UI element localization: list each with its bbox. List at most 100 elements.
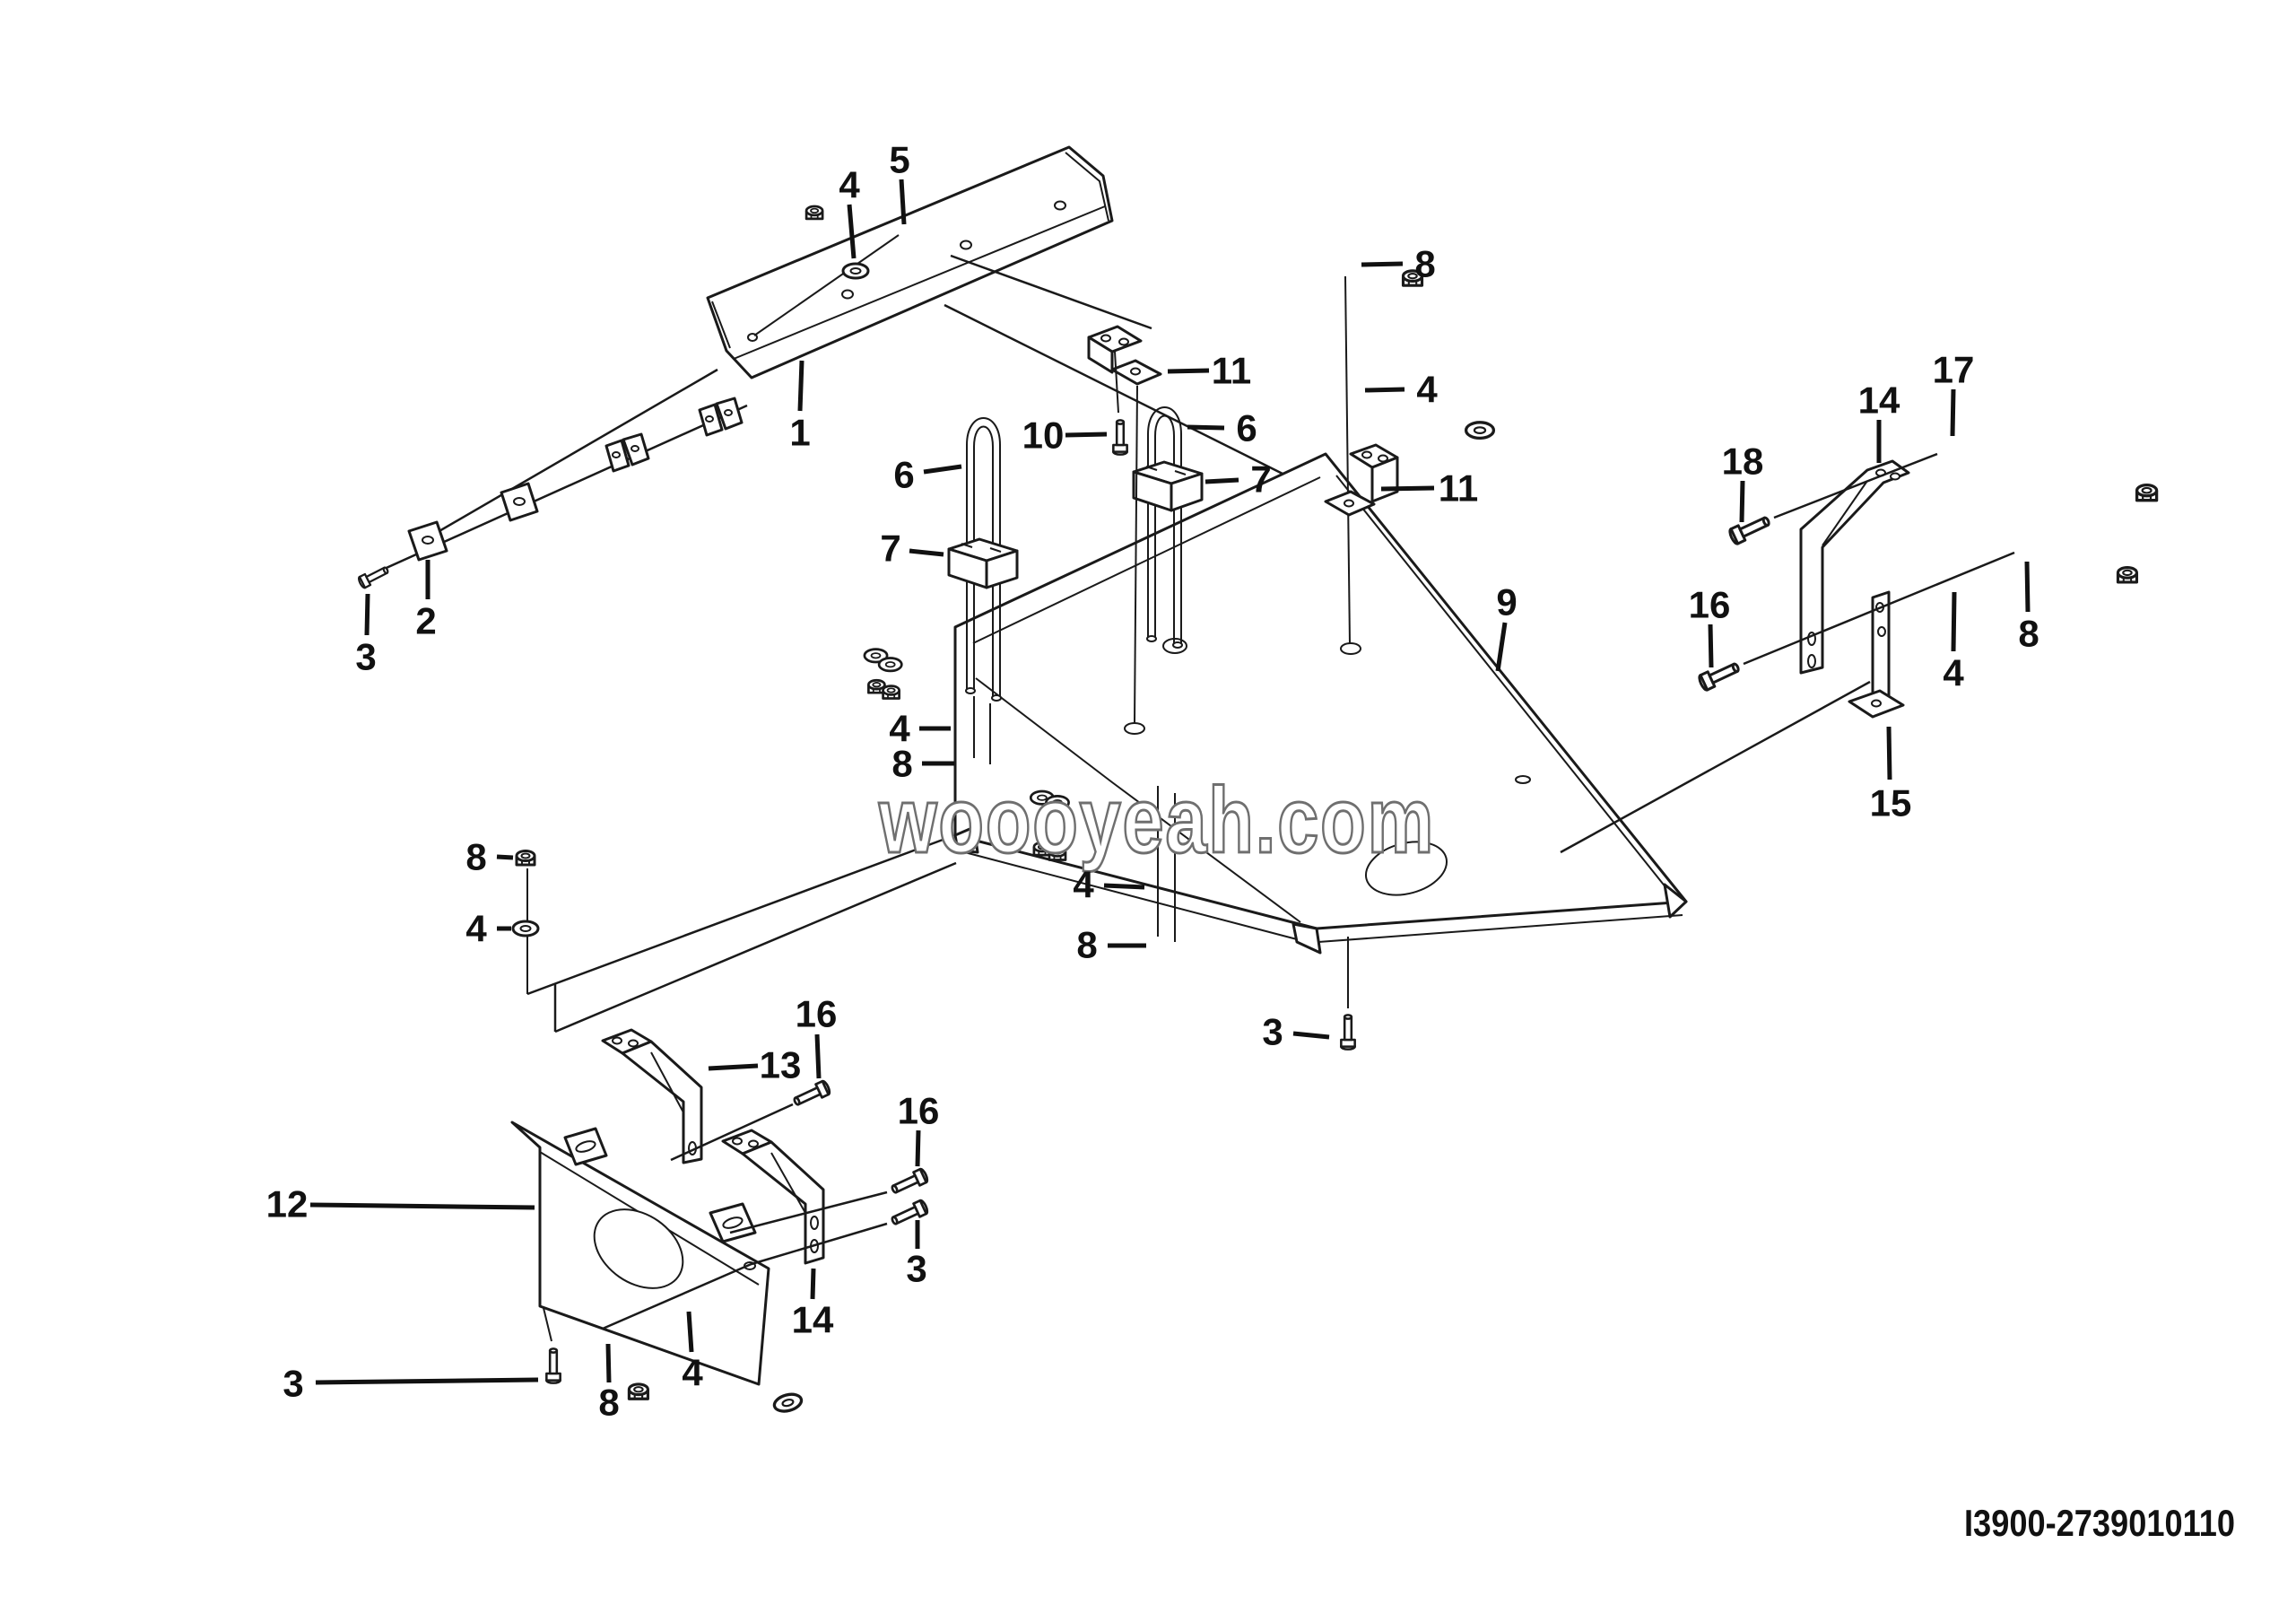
- hardware-below-plate-center: [1029, 786, 1176, 942]
- hole: [1124, 722, 1145, 735]
- callout-label-6: 6: [1236, 407, 1257, 449]
- part-13-bracket: [601, 1028, 703, 1164]
- leader-line-8: [1361, 261, 1404, 267]
- bolt-16-right: [1696, 551, 2015, 693]
- hardware-below-left-ubolt: [863, 648, 991, 764]
- callout-label-12: 12: [266, 1183, 309, 1225]
- callout-label-4: 4: [1943, 652, 1964, 694]
- leader-line-3: [315, 1377, 539, 1385]
- callout-label-6: 6: [893, 454, 914, 496]
- callout-label-8: 8: [465, 836, 486, 878]
- callouts-layer: 4512310116784116791714181648158448483161…: [266, 139, 2039, 1424]
- part-code: I3900-2739010110: [1964, 1502, 2235, 1544]
- part-11-bracket-left: [1087, 325, 1162, 386]
- callout-label-3: 3: [1262, 1011, 1283, 1053]
- leader-line-15: [1886, 726, 1892, 780]
- callout-label-14: 14: [792, 1299, 834, 1341]
- stud-assembly-top-right: [1340, 269, 1496, 655]
- leader-line-7: [909, 548, 944, 557]
- callout-label-8: 8: [1414, 243, 1435, 285]
- nut-8-icon: [627, 1382, 649, 1400]
- callout-label-8: 8: [891, 743, 912, 785]
- part-7-clamp-left: [947, 537, 1019, 589]
- watermark-text: woooyeah.com: [878, 769, 1435, 873]
- leader-line-7: [1205, 477, 1239, 484]
- callout-label-4: 4: [889, 708, 910, 750]
- part-15-bracket: [1848, 590, 1905, 719]
- part-10-bolt: [1112, 351, 1128, 456]
- bolt-3-bottom-left: [543, 1307, 561, 1384]
- callout-label-11: 11: [1212, 350, 1251, 392]
- callout-label-1: 1: [789, 412, 810, 454]
- callout-label-13: 13: [760, 1044, 802, 1086]
- stud-line: [1134, 385, 1138, 724]
- callout-label-16: 16: [796, 993, 838, 1035]
- part-1-top-plate: [706, 145, 1114, 379]
- leader-line-3: [364, 593, 370, 636]
- hole: [1515, 775, 1531, 784]
- leader-line-12: [309, 1202, 535, 1210]
- leader-line-4: [686, 1311, 694, 1353]
- leader-line-17: [1950, 388, 1956, 437]
- leader-line-4: [1951, 591, 1957, 652]
- callout-label-16: 16: [898, 1090, 940, 1132]
- part-6-u-bolt-middle: [1146, 406, 1183, 649]
- leader-line-10: [1065, 432, 1108, 438]
- leader-line-9: [1495, 622, 1508, 672]
- part-12-plate: [510, 1121, 805, 1416]
- nut-8-icon: [515, 850, 536, 867]
- callout-label-3: 3: [906, 1248, 926, 1290]
- leader-line-4: [1103, 883, 1145, 890]
- part-14-bracket-right: [1799, 459, 1910, 675]
- callout-label-15: 15: [1870, 782, 1912, 824]
- part-14-bracket-bottom: [721, 1129, 825, 1265]
- callout-label-14: 14: [1858, 379, 1900, 422]
- part-7-clamp-middle: [1132, 460, 1204, 512]
- leader-line-5: [899, 179, 907, 225]
- leader-line-16: [1708, 624, 1714, 668]
- callout-label-5: 5: [889, 139, 909, 181]
- washer-4-icon: [1464, 421, 1496, 440]
- bolt-3-icon: [356, 562, 391, 590]
- hole: [841, 289, 854, 300]
- leader-line-8: [2024, 561, 2031, 613]
- bolt-18: [1726, 452, 1938, 546]
- bolt-16-upper: [670, 1078, 832, 1162]
- callout-label-8: 8: [2018, 613, 2039, 655]
- nut-8-icon: [882, 685, 900, 700]
- callout-label-8: 8: [1076, 924, 1097, 966]
- leader-line-13: [708, 1063, 759, 1071]
- callout-label-7: 7: [1250, 458, 1271, 501]
- leader-line-4: [1364, 387, 1405, 393]
- witness-line: [944, 303, 1283, 475]
- callout-label-10: 10: [1022, 414, 1065, 457]
- hardware-left-middle: [511, 834, 957, 1033]
- nut-5-icon: [804, 205, 824, 221]
- leader-line-6: [923, 464, 962, 475]
- nut-8-icon: [2116, 566, 2139, 584]
- bolt-3-bottom-center: [1340, 937, 1356, 1051]
- part-9-skid-plate: [953, 452, 1688, 955]
- callout-label-17: 17: [1933, 349, 1975, 391]
- bolt-16-lower: [729, 1166, 930, 1234]
- callout-label-4: 4: [1416, 369, 1438, 411]
- callout-label-2: 2: [415, 600, 436, 642]
- hole: [1054, 200, 1066, 211]
- callout-label-11: 11: [1439, 467, 1478, 510]
- leader-line-11: [1380, 485, 1435, 492]
- leader-line-8: [605, 1343, 612, 1383]
- bolt-3-right-of-14: [751, 1198, 930, 1266]
- callout-label-18: 18: [1722, 440, 1764, 483]
- callout-label-4: 4: [682, 1352, 703, 1394]
- oval-hole: [1364, 841, 1448, 896]
- leader-line-18: [1739, 480, 1745, 523]
- leader-line-6: [1187, 424, 1225, 431]
- stud-line: [753, 234, 900, 336]
- oval-hole: [593, 1208, 684, 1289]
- part-6-u-bolt-left: [965, 417, 1002, 702]
- callout-label-4: 4: [1073, 864, 1094, 906]
- callout-label-4: 4: [465, 908, 487, 950]
- leader-line-16: [814, 1033, 822, 1079]
